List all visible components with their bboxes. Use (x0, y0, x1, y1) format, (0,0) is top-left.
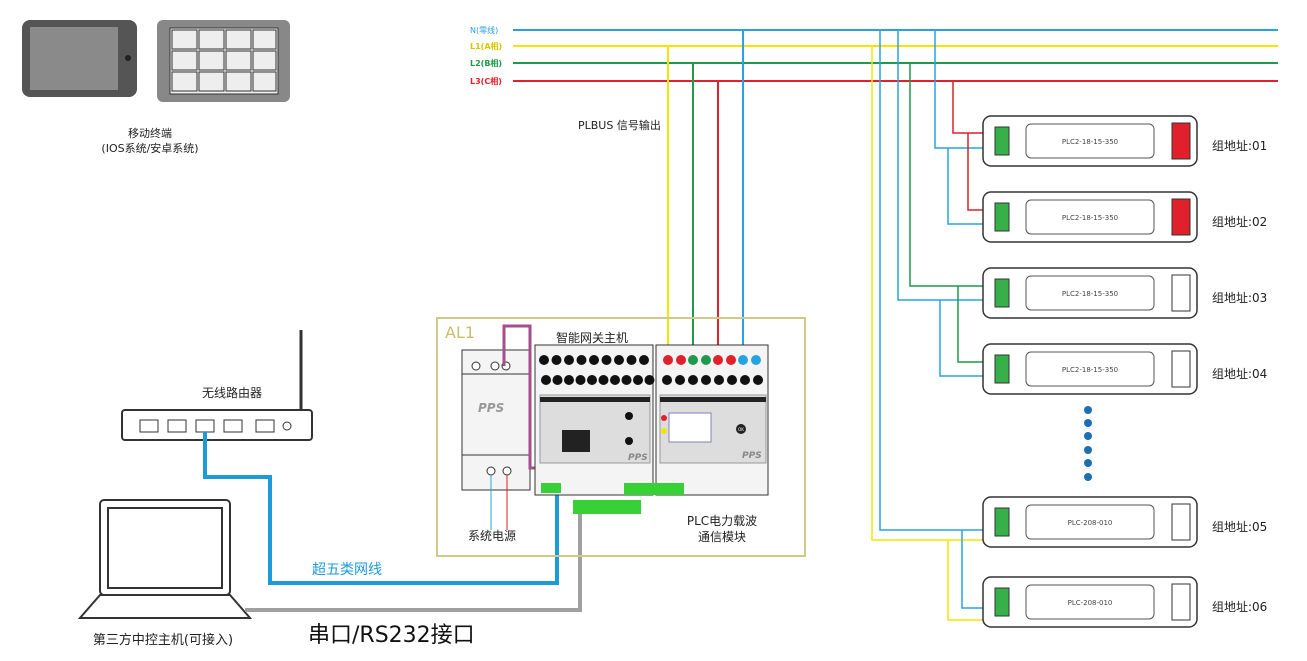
terminal-screw (564, 355, 574, 365)
terminal-screw (639, 355, 649, 365)
plc-module: OK PPS (624, 344, 769, 496)
terminal-screw (626, 355, 637, 365)
ethernet-cable (203, 432, 559, 585)
bus-label-n: N(零线) (470, 25, 498, 35)
terminal-screw (662, 375, 672, 385)
plbus-label: PLBUS 信号输出 (578, 118, 661, 132)
terminal-screw (564, 375, 574, 385)
led-driver: PLC2-18-15-350 (982, 343, 1198, 395)
driver-model: PLC-208-010 (1068, 519, 1113, 527)
terminal-screw (576, 355, 587, 365)
cable-label: 超五类网线 (312, 562, 382, 578)
gateway-brand: PPS (628, 453, 648, 463)
al1-title: AL1 (445, 323, 475, 342)
driver-model: PLC-208-010 (1068, 599, 1113, 607)
router-icon (121, 330, 313, 441)
group-address: 组地址:04 (1212, 367, 1267, 381)
plc-label-line2: 通信模块 (698, 530, 746, 544)
terminal-screw (552, 375, 563, 385)
psu-brand: PPS (478, 401, 504, 415)
led-driver: PLC2-18-15-350 (982, 267, 1198, 319)
serial-label: 串口/RS232接口 (308, 623, 475, 648)
driver-model: PLC2-18-15-350 (1062, 138, 1118, 146)
group-address: 组地址:01 (1212, 139, 1267, 153)
bus-label-l1: L1(A相) (470, 41, 502, 51)
terminal-screw (610, 375, 620, 385)
driver-model: PLC2-18-15-350 (1062, 214, 1118, 222)
laptop-icon (77, 499, 253, 619)
led-driver: PLC2-18-15-350 (982, 191, 1198, 243)
terminal-screw (675, 375, 685, 385)
serial-cable (245, 505, 582, 612)
led-driver: PLC2-18-15-350 (982, 115, 1198, 167)
al1-frame (436, 317, 806, 557)
terminal-screw (701, 375, 711, 385)
bus-label-l2: L2(B相) (470, 58, 502, 68)
group-address: 组地址:03 (1212, 291, 1267, 305)
terminal-screw (633, 375, 643, 385)
touch-panel-icon (157, 20, 290, 102)
more-devices-dots (1084, 406, 1092, 481)
driver-model: PLC2-18-15-350 (1062, 366, 1118, 374)
power-label: 系统电源 (468, 529, 516, 543)
terminal-screw (551, 355, 562, 365)
group-address: 组地址:06 (1212, 600, 1267, 614)
laptop-label: 第三方中控主机(可接入) (93, 632, 233, 648)
led-driver: PLC-208-010 (982, 496, 1198, 548)
terminal-screw (621, 375, 632, 385)
gateway-label: 智能网关主机 (556, 330, 628, 345)
ok-button: OK (738, 427, 744, 432)
tablet-icon (22, 20, 137, 97)
terminal-screw (727, 375, 737, 385)
plc-brand: PPS (742, 451, 762, 461)
router-label: 无线路由器 (202, 385, 262, 400)
power-supply-module: PPS (461, 349, 531, 491)
terminal-screw (601, 355, 612, 365)
terminal-screw (587, 375, 597, 385)
terminal-screw (575, 375, 586, 385)
terminal-screw (541, 375, 551, 385)
gateway-module: PPS (534, 344, 654, 514)
terminal-screw (714, 375, 724, 385)
terminal-screw (740, 375, 750, 385)
terminal-screw (598, 375, 609, 385)
terminal-screw (614, 355, 624, 365)
driver-model: PLC2-18-15-350 (1062, 290, 1118, 298)
terminal-screw (688, 375, 698, 385)
terminal-screw (644, 375, 655, 385)
plc-label-line1: PLC电力载波 (687, 514, 757, 528)
mobile-title: 移动终端 (128, 126, 172, 140)
power-bus: N(零线) L1(A相) L2(B相) L3(C相) (470, 25, 1278, 86)
terminal-screw (539, 355, 549, 365)
group-address: 组地址:05 (1212, 520, 1267, 534)
led-driver: PLC-208-010 (982, 576, 1198, 628)
group-address: 组地址:02 (1212, 215, 1267, 229)
mobile-subtitle: (IOS系统/安卓系统) (101, 141, 198, 155)
terminal-screw (589, 355, 599, 365)
terminal-screw (753, 375, 763, 385)
bus-label-l3: L3(C相) (470, 76, 502, 86)
